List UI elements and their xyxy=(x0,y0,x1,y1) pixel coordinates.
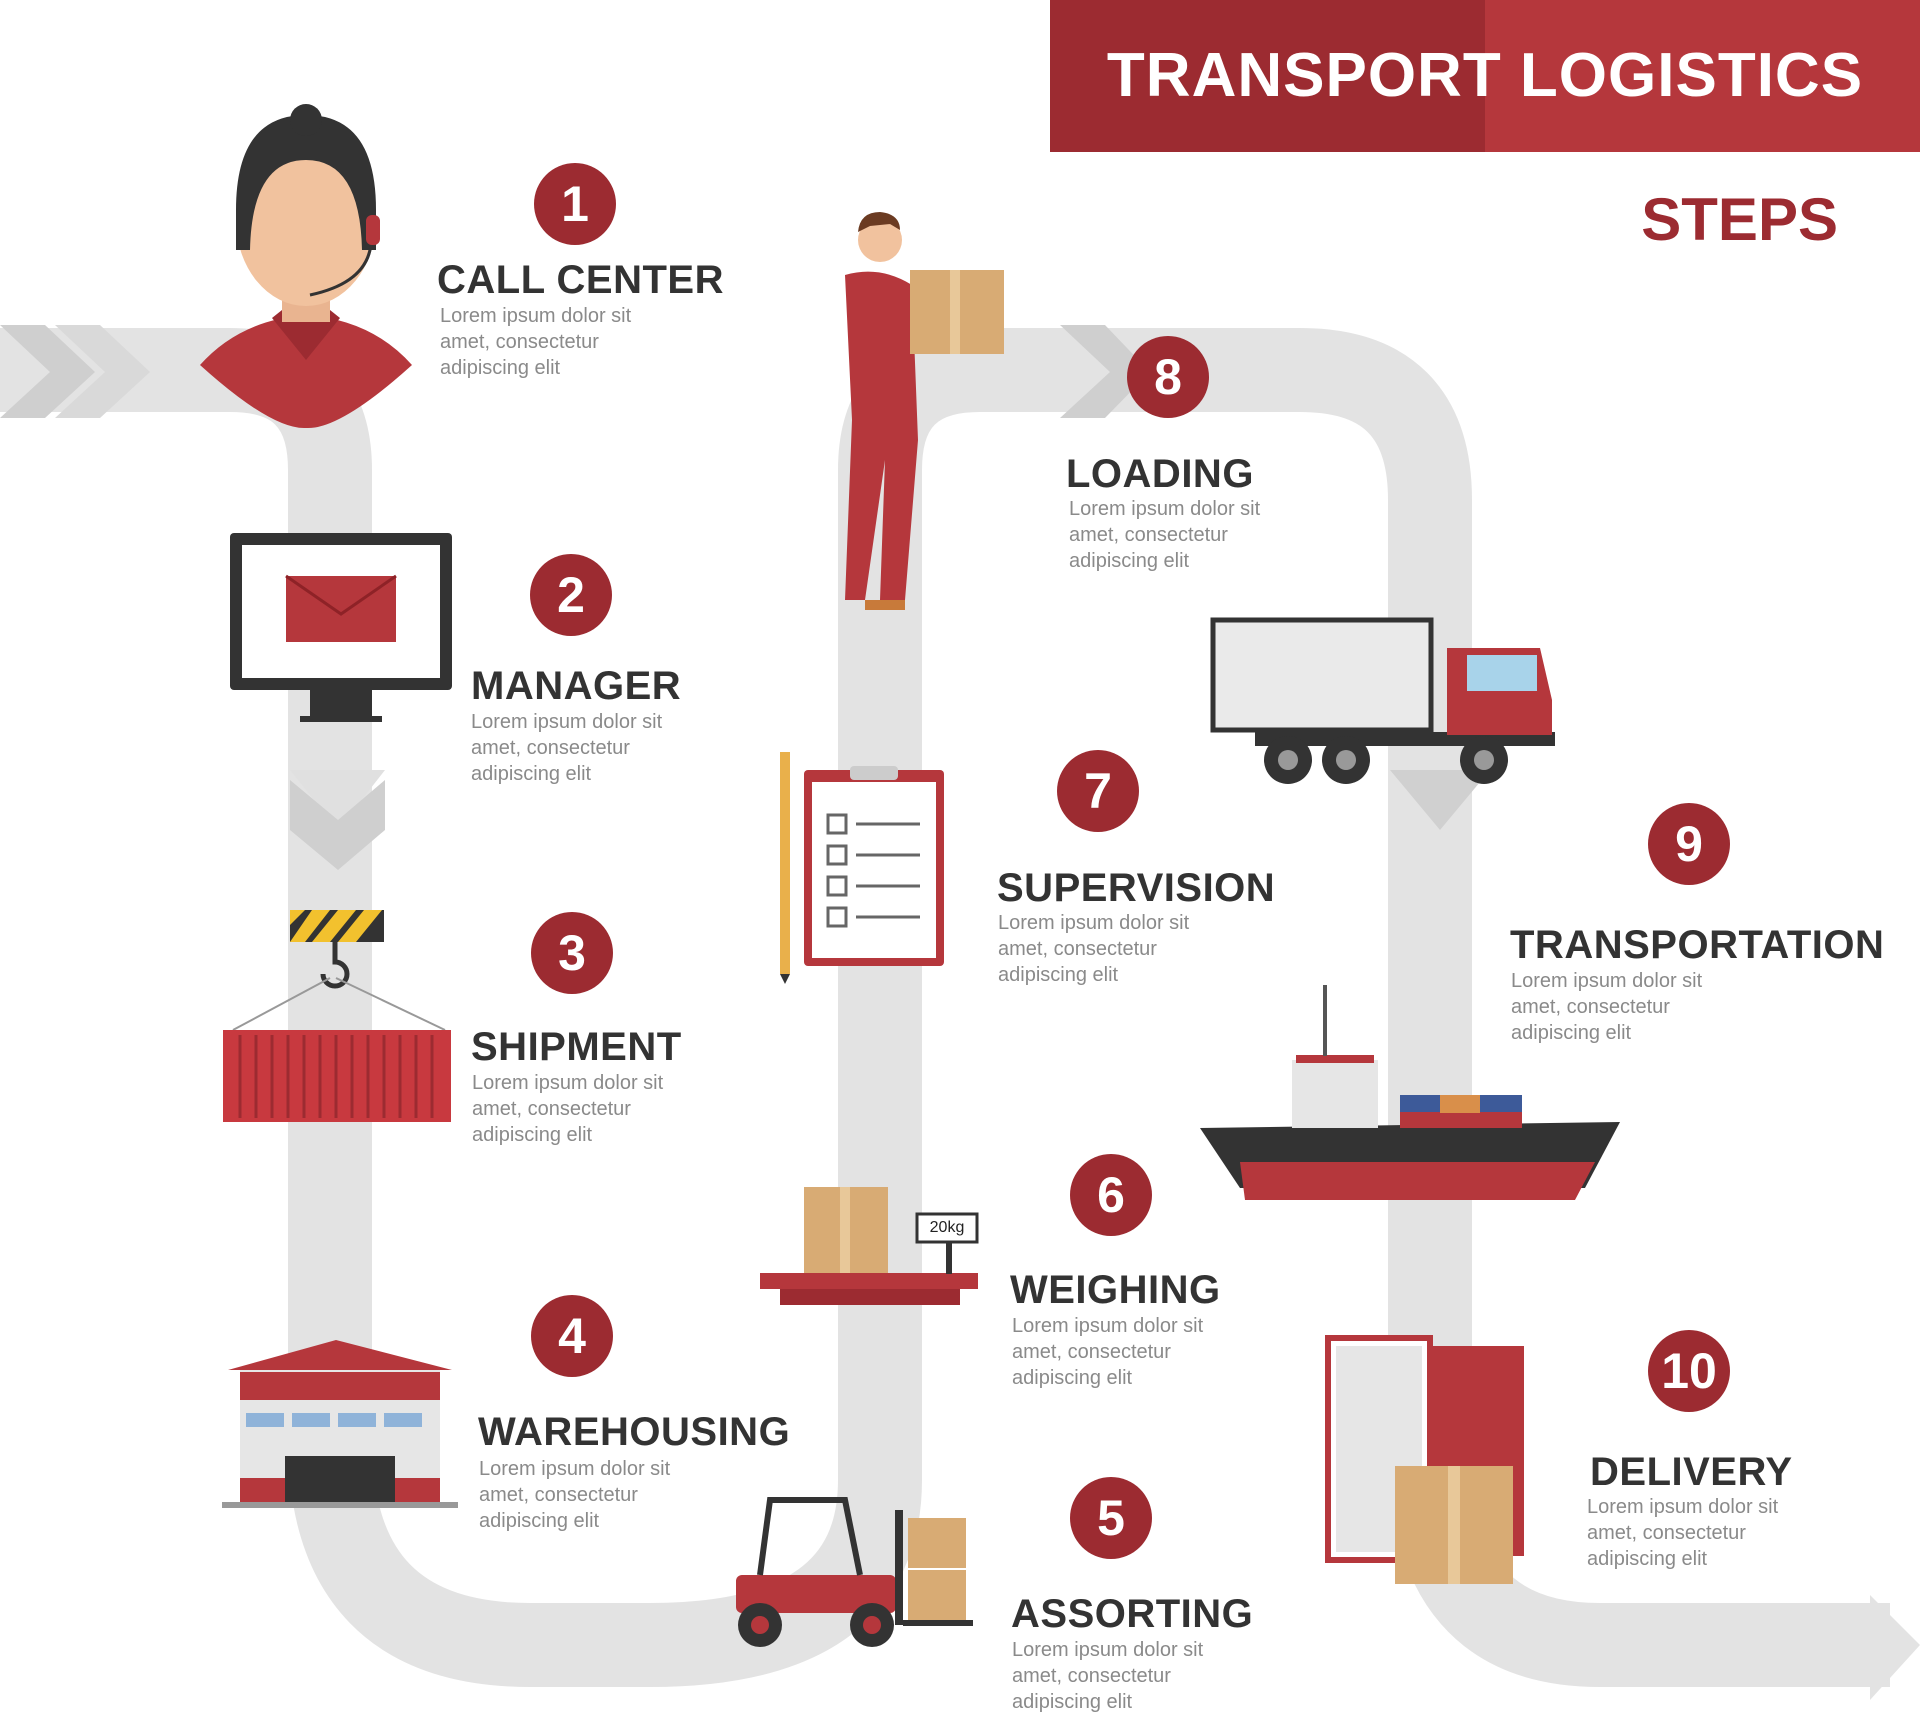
step-badge-8: 8 xyxy=(1127,336,1209,418)
step-badge-10: 10 xyxy=(1648,1330,1730,1412)
step-badge-6: 6 xyxy=(1070,1154,1152,1236)
step-title-transportation: TRANSPORTATION xyxy=(1510,923,1885,967)
step-title-warehousing: WAREHOUSING xyxy=(478,1410,791,1454)
worker-carrying-box-icon xyxy=(845,212,1004,610)
cargo-ship-icon xyxy=(1200,985,1620,1200)
scale-icon xyxy=(760,1187,979,1305)
clipboard-checklist-icon xyxy=(780,752,944,984)
step-title-loading: LOADING xyxy=(1066,452,1254,496)
step-badge-5: 5 xyxy=(1070,1477,1152,1559)
call-center-operator-icon xyxy=(200,104,412,429)
monitor-mail-icon xyxy=(230,533,452,722)
step-title-delivery: DELIVERY xyxy=(1590,1450,1793,1494)
step-title-supervision: SUPERVISION xyxy=(997,866,1276,910)
step-title-shipment: SHIPMENT xyxy=(471,1025,682,1069)
door-package-icon xyxy=(1325,1335,1524,1584)
chevron-right-icon xyxy=(0,325,1150,418)
step-title-assorting: ASSORTING xyxy=(1011,1592,1254,1636)
step-title-call-center: CALL CENTER xyxy=(437,258,724,302)
chevron-down-icon-2 xyxy=(1390,770,1490,830)
step-title-manager: MANAGER xyxy=(471,664,682,708)
page-subtitle: STEPS xyxy=(1641,186,1838,253)
chevron-down-icon xyxy=(290,770,385,870)
step-title-weighing: WEIGHING xyxy=(1010,1268,1221,1312)
crane-container-icon xyxy=(223,910,451,1122)
step-badge-9: 9 xyxy=(1648,803,1730,885)
step-badge-7: 7 xyxy=(1057,750,1139,832)
step-badge-4: 4 xyxy=(531,1295,613,1377)
truck-icon xyxy=(1210,617,1555,784)
title-banner xyxy=(1050,0,1920,152)
page-title: TRANSPORT LOGISTICS xyxy=(1106,41,1864,110)
step-badge-2: 2 xyxy=(530,554,612,636)
scale-label: 20kg xyxy=(929,1219,965,1236)
step-badge-1: 1 xyxy=(534,163,616,245)
forklift-icon xyxy=(736,1497,973,1647)
step-badge-3: 3 xyxy=(531,912,613,994)
warehouse-icon xyxy=(222,1340,458,1508)
